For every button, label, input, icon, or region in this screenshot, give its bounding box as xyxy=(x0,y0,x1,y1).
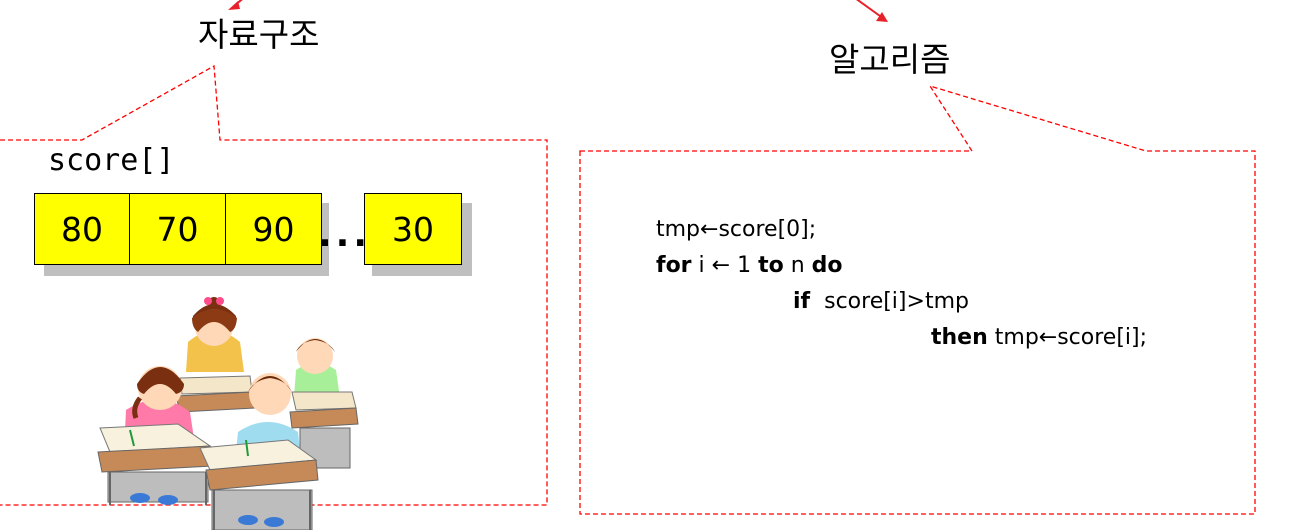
code-line-1: tmp←score[0]; xyxy=(656,212,1147,248)
array-cell-last: 30 xyxy=(364,193,462,265)
array-cell-2: 90 xyxy=(225,193,322,265)
array-cell-1: 70 xyxy=(129,193,226,265)
array-ellipsis: ... xyxy=(318,214,372,255)
keyword-if: if xyxy=(793,289,811,314)
array-cell-0: 80 xyxy=(34,193,130,265)
array-name: score[] xyxy=(48,143,175,178)
loop-bound: n xyxy=(783,253,812,278)
keyword-then: then xyxy=(931,325,988,350)
algorithm-label: 알고리즘 xyxy=(829,40,951,79)
data-structure-callout xyxy=(0,64,548,506)
if-condition: score[i]>tmp xyxy=(810,289,969,314)
loop-variable: i ← 1 xyxy=(691,253,759,278)
keyword-do: do xyxy=(811,253,843,278)
arrow-to-data-structure xyxy=(228,0,243,10)
students-at-desks-illustration xyxy=(97,297,359,530)
code-line-4: then tmp←score[i]; xyxy=(656,320,1147,356)
code-line-3: if score[i]>tmp xyxy=(656,284,1147,320)
pseudocode-block: tmp←score[0]; for i ← 1 to n do if score… xyxy=(656,212,1147,356)
data-structure-label: 자료구조 xyxy=(198,15,320,54)
code-line-2: for i ← 1 to n do xyxy=(656,248,1147,284)
keyword-to: to xyxy=(758,253,784,278)
arrow-to-algorithm xyxy=(856,0,888,22)
then-statement: tmp←score[i]; xyxy=(987,325,1148,350)
algorithm-callout xyxy=(579,84,1256,515)
code-line-1-text: tmp←score[0]; xyxy=(656,217,817,242)
keyword-for: for xyxy=(656,253,692,278)
